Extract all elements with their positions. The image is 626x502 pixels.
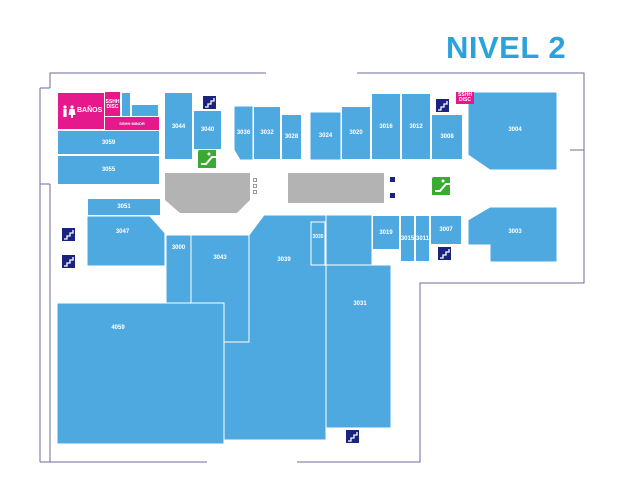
store-3040[interactable]: 3040 <box>193 110 222 150</box>
elevator-marker <box>253 184 257 188</box>
store-3024[interactable]: 3024 <box>318 133 333 139</box>
store-4059[interactable]: 4059 <box>111 325 125 331</box>
restroom-minor-badge: SSHH MINOR <box>105 117 159 130</box>
store-small-side[interactable] <box>131 104 159 117</box>
store-small-top[interactable] <box>121 92 131 117</box>
store-3032[interactable]: 3032 <box>253 106 281 160</box>
stairs-icon[interactable] <box>346 430 359 443</box>
store-3047[interactable]: 3047 <box>115 229 130 235</box>
store-3007[interactable]: 3007 <box>430 215 462 245</box>
elevator-marker <box>253 178 257 182</box>
restroom-icon <box>63 105 76 118</box>
store-3055[interactable]: 3055 <box>57 155 160 185</box>
escalator-icon[interactable] <box>198 150 216 168</box>
store-3011[interactable]: 3011 <box>415 215 430 262</box>
elevator-dot <box>390 177 395 182</box>
store-3059[interactable]: 3059 <box>57 130 160 155</box>
level-title: NIVEL 2 <box>446 30 567 65</box>
store-3036[interactable]: 3036 <box>236 130 251 136</box>
stairs-icon[interactable] <box>62 228 75 241</box>
stairs-icon[interactable] <box>203 96 216 109</box>
store-3039[interactable]: 3039 <box>277 257 291 263</box>
restroom-area[interactable]: BAÑOS <box>57 92 105 130</box>
store-3028[interactable]: 3028 <box>281 114 302 160</box>
elevator-dot <box>390 193 395 198</box>
store-3008[interactable]: 3008 <box>431 114 463 160</box>
store-3035[interactable]: 3035 <box>312 234 324 240</box>
escalator-icon[interactable] <box>432 177 450 195</box>
store-3012[interactable]: 3012 <box>401 93 431 160</box>
restroom-disc-badge: SSHH DISC <box>105 92 120 116</box>
restroom-disc-badge-right: SSHH DISC <box>456 92 474 104</box>
store-3031[interactable]: 3031 <box>353 301 367 307</box>
store-3020[interactable]: 3020 <box>341 106 371 160</box>
stairs-icon[interactable] <box>436 99 449 112</box>
store-3003[interactable]: 3003 <box>508 229 522 235</box>
stairs-icon[interactable] <box>62 255 75 268</box>
stairs-icon[interactable] <box>438 247 451 260</box>
store-3016[interactable]: 3016 <box>371 93 401 160</box>
store-3000[interactable]: 3000 <box>171 245 186 251</box>
store-3043[interactable]: 3043 <box>213 255 227 261</box>
store-3044[interactable]: 3044 <box>164 92 193 160</box>
restroom-label: BAÑOS <box>77 107 103 114</box>
store-3004[interactable]: 3004 <box>508 127 522 133</box>
store-3015[interactable]: 3015 <box>400 215 415 262</box>
store-3019[interactable]: 3019 <box>372 215 400 250</box>
elevator-marker <box>253 190 257 194</box>
